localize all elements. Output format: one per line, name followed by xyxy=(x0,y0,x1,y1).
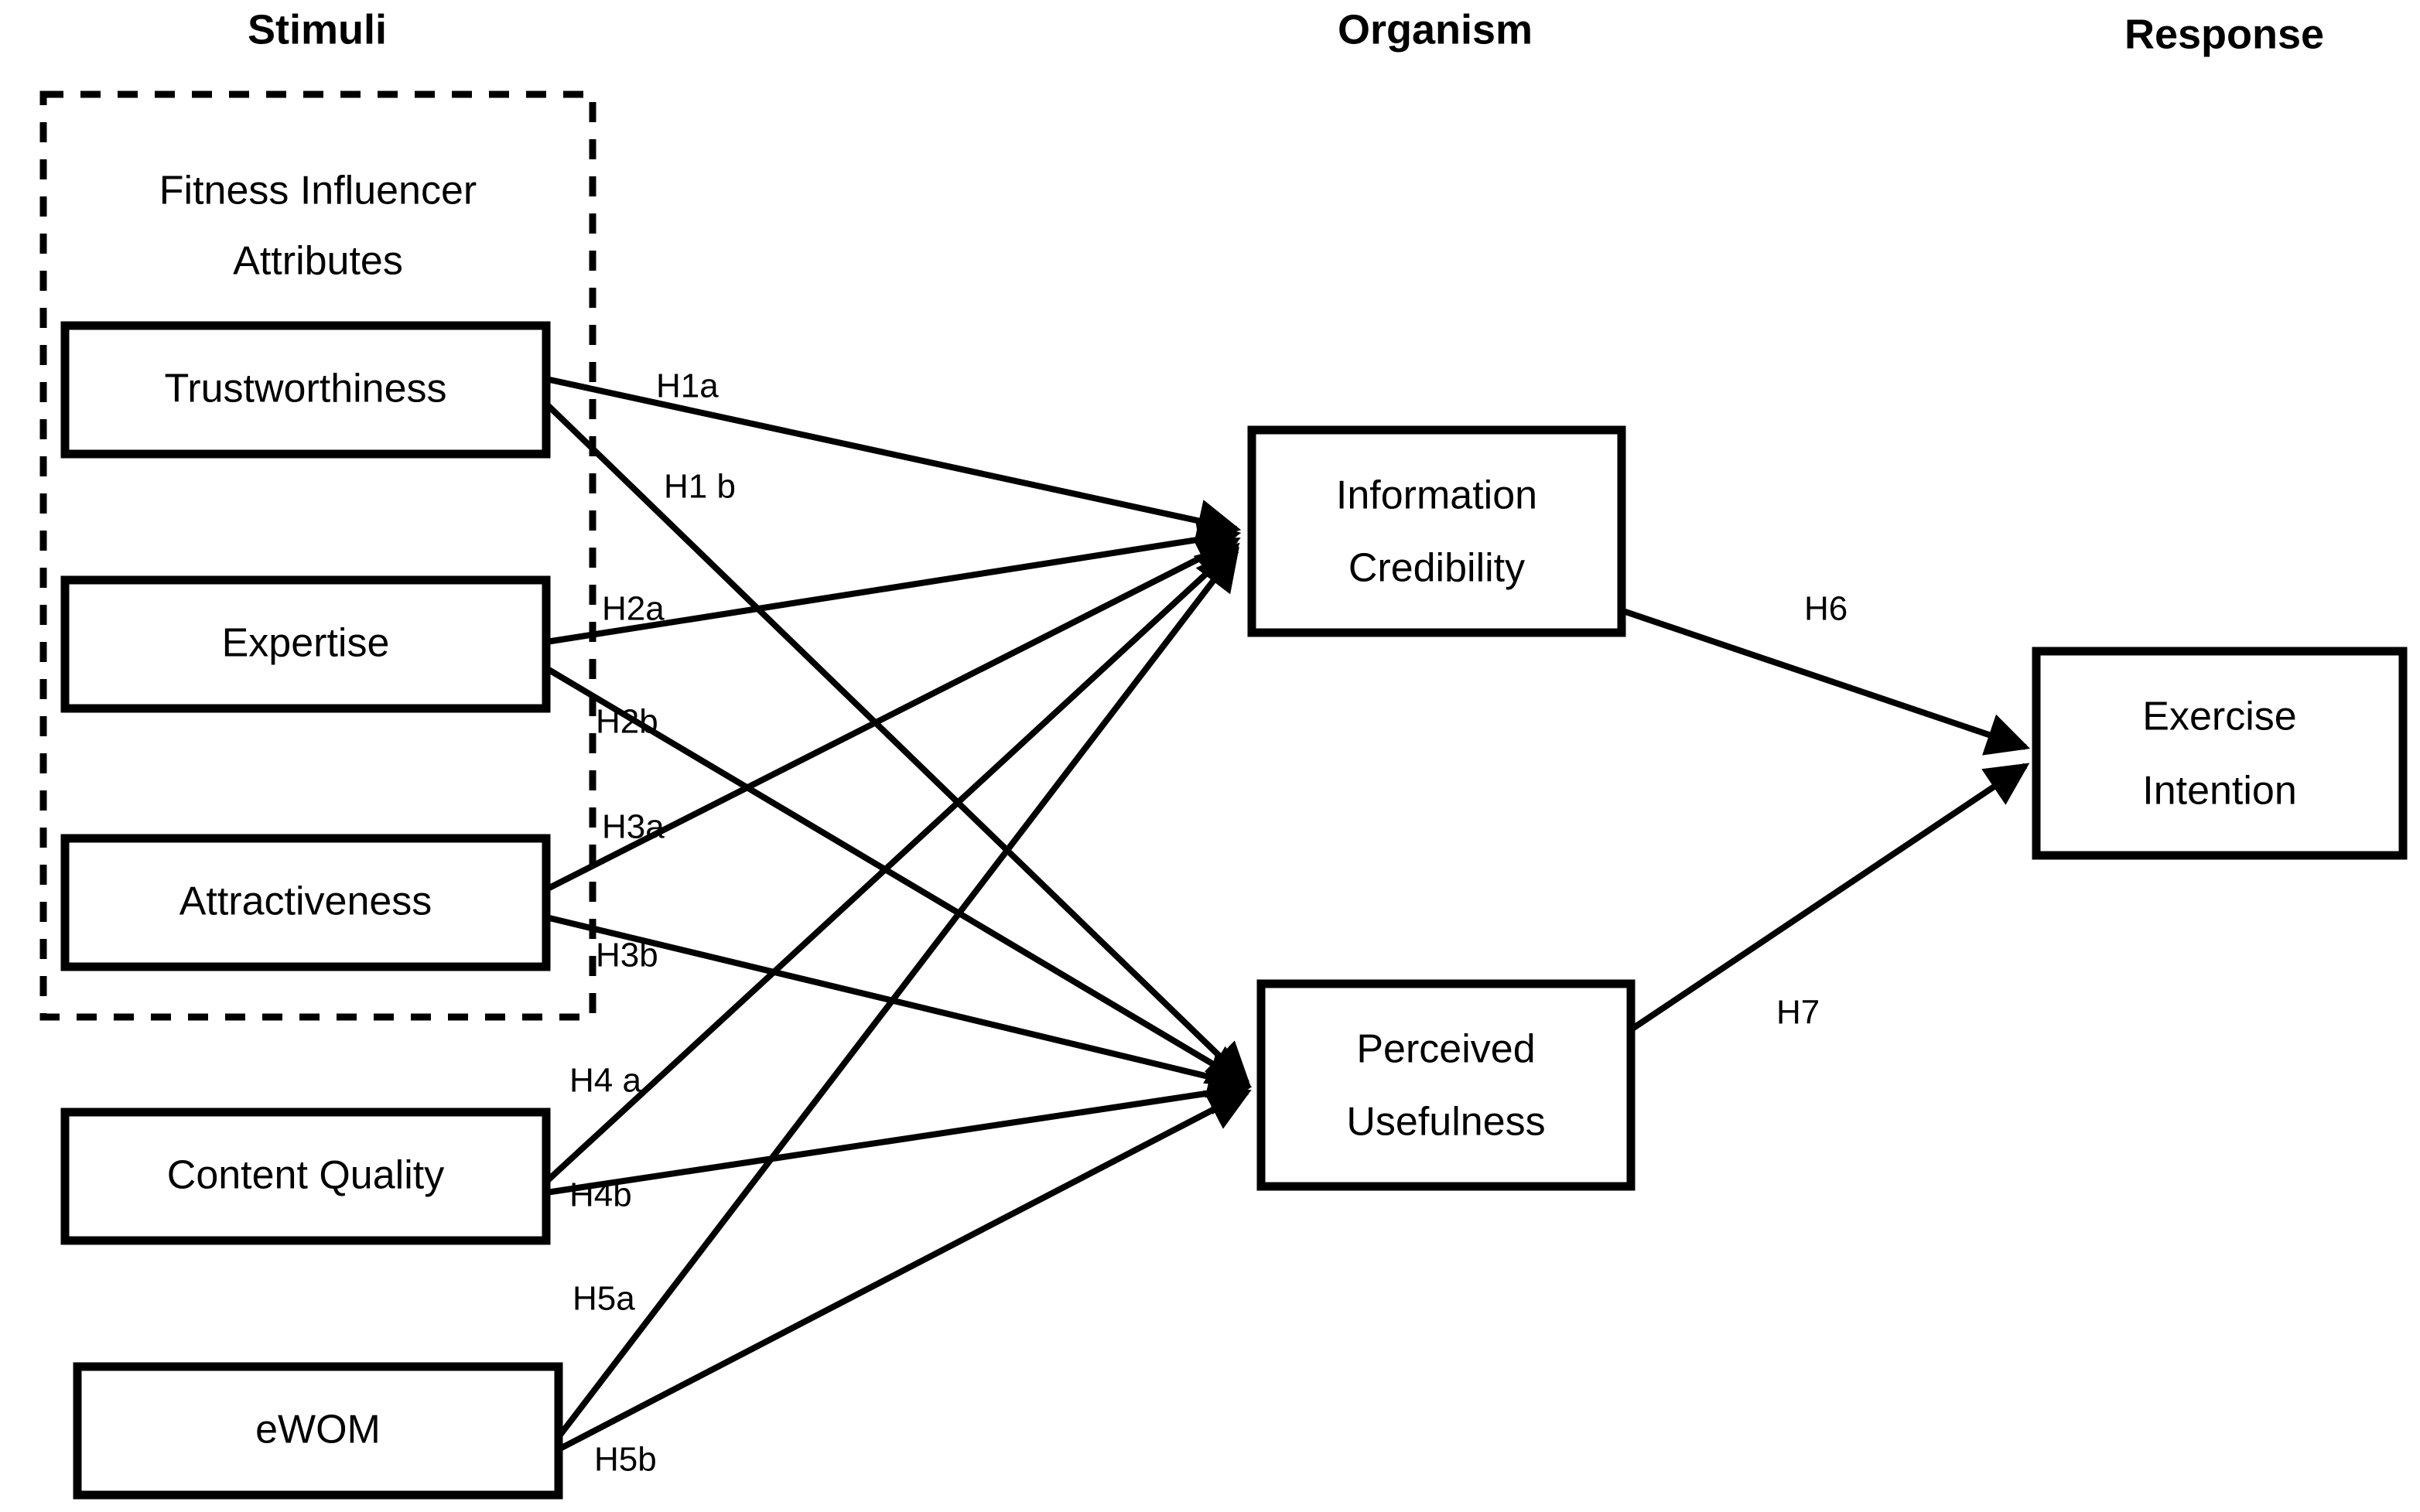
hypothesis-label-h4a: H4 a xyxy=(569,1062,641,1100)
group-label-line1: Fitness Influencer xyxy=(159,169,477,213)
node-box-exercise-intention[interactable] xyxy=(2032,647,2408,860)
path-h6 xyxy=(1622,608,2031,756)
node-label-attractiveness: Attractiveness xyxy=(179,879,432,924)
node-exercise-intention[interactable]: Exercise Intention xyxy=(2032,647,2408,860)
node-box-ewom[interactable] xyxy=(73,1362,563,1500)
node-label-expertise: Expertise xyxy=(222,621,390,666)
path-h3a xyxy=(545,537,1241,893)
hypothesis-label-h3b: H3b xyxy=(596,937,658,974)
path-h7 xyxy=(1630,763,2030,1032)
hypothesis-label-h2a: H2a xyxy=(602,590,665,628)
hypothesis-paths xyxy=(544,376,2031,1452)
node-label-exercise-intention-line1: Exercise xyxy=(2142,695,2296,739)
node-box-expertise[interactable] xyxy=(60,575,551,713)
node-label-trustworthiness: Trustworthiness xyxy=(164,367,446,411)
hypothesis-label-h1b: H1 b xyxy=(664,468,736,506)
group-dashed-border xyxy=(39,90,596,1021)
path-h5a xyxy=(555,546,1239,1439)
path-h4b xyxy=(545,1071,1253,1196)
node-ewom[interactable]: eWOM xyxy=(73,1362,563,1500)
path-h2b xyxy=(544,665,1252,1087)
node-label-perceived-usefulness-line1: Perceived xyxy=(1356,1027,1535,1072)
hypothesis-label-h6: H6 xyxy=(1804,590,1847,628)
path-h2a xyxy=(545,518,1242,645)
node-label-content-quality: Content Quality xyxy=(167,1153,444,1198)
node-perceived-usefulness[interactable]: Perceived Usefulness xyxy=(1256,979,1636,1191)
hypothesis-label-h5b: H5b xyxy=(594,1441,657,1479)
node-attractiveness[interactable]: Attractiveness xyxy=(60,834,551,971)
path-h1b xyxy=(544,401,1251,1087)
hypothesis-label-h3a: H3a xyxy=(602,808,665,846)
node-trustworthiness[interactable]: Trustworthiness xyxy=(60,321,551,459)
hypothesis-label-h5a: H5a xyxy=(573,1280,635,1318)
path-h1a xyxy=(545,376,1242,542)
node-box-content-quality[interactable] xyxy=(60,1108,551,1245)
hypothesis-label-h2b: H2b xyxy=(596,703,658,741)
column-header-organism: Organism xyxy=(1338,6,1533,53)
column-header-stimuli: Stimuli xyxy=(248,6,387,53)
hypothesis-label-h4b: H4b xyxy=(569,1176,632,1214)
node-box-perceived-usefulness[interactable] xyxy=(1256,979,1636,1191)
hypothesis-labels: H1a H1 b H2a H2b H3a H3b H4 a H4b H5a H5… xyxy=(569,367,1847,1479)
column-header-response: Response xyxy=(2124,11,2324,57)
fitness-influencer-attributes-group: Fitness Influencer Attributes xyxy=(39,90,596,1021)
path-h4a xyxy=(544,542,1240,1184)
node-label-information-credibility-line1: Information xyxy=(1336,473,1537,518)
path-h5b xyxy=(557,1089,1252,1452)
hypothesis-label-h1a: H1a xyxy=(656,367,719,405)
node-box-information-credibility[interactable] xyxy=(1247,425,1626,637)
node-label-ewom: eWOM xyxy=(255,1408,381,1452)
node-expertise[interactable]: Expertise xyxy=(60,575,551,713)
node-label-information-credibility-line2: Credibility xyxy=(1348,546,1525,591)
node-content-quality[interactable]: Content Quality xyxy=(60,1108,551,1245)
node-box-trustworthiness[interactable] xyxy=(60,321,551,459)
node-label-perceived-usefulness-line2: Usefulness xyxy=(1346,1100,1545,1145)
hypothesis-label-h7: H7 xyxy=(1776,994,1820,1032)
node-box-attractiveness[interactable] xyxy=(60,834,551,971)
group-label-line2: Attributes xyxy=(233,239,403,284)
node-label-exercise-intention-line2: Intention xyxy=(2142,769,2297,814)
column-headers: Stimuli Organism Response xyxy=(248,6,2324,57)
node-information-credibility[interactable]: Information Credibility xyxy=(1247,425,1626,637)
path-h3b xyxy=(545,914,1253,1098)
